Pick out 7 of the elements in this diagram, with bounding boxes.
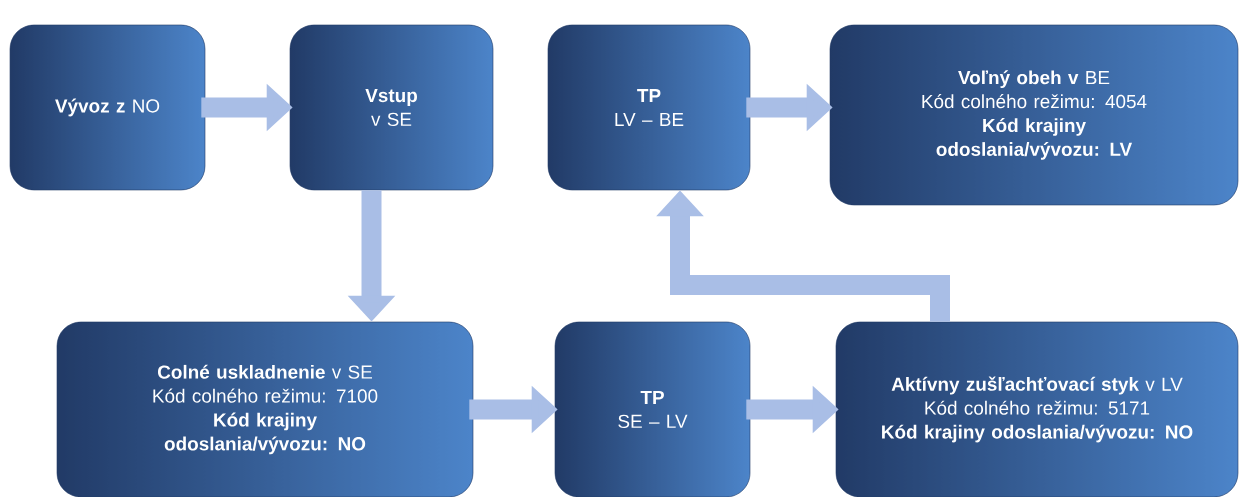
process-box: TP LV – BE: [547, 24, 751, 191]
process-box: TP SE – LV: [554, 321, 751, 497]
process-box: Colné uskladnenie v SE Kód colného režimu: 7100 Kód krajiny odoslania/vývozu: NO: [56, 321, 474, 497]
process-box: Vývoz z NO: [9, 24, 206, 191]
process-box: Aktívny zušľachťovací styk v LV Kód colného režimu: 5171 Kód krajiny odoslania/vývozu: NO: [835, 321, 1239, 497]
process-box: Vstup v SE: [289, 24, 494, 191]
process-box: Voľný obeh v BE Kód colného režimu: 4054 Kód krajiny odoslania/vývozu: LV: [829, 24, 1239, 206]
